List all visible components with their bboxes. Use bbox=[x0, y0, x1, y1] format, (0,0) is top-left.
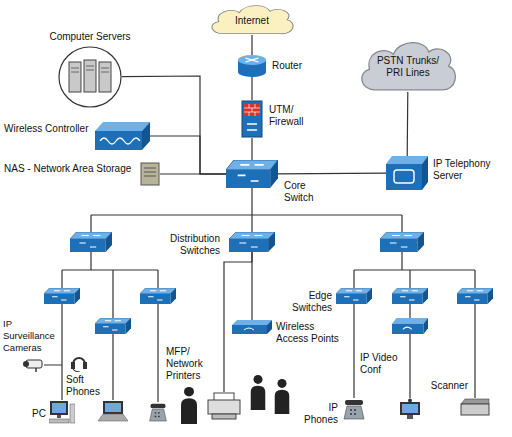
nas-icon bbox=[140, 162, 160, 186]
device-node: Soft Phones bbox=[70, 352, 88, 372]
device-node: MFP/ Network Printers bbox=[206, 392, 242, 420]
pc-icon bbox=[49, 400, 75, 424]
device-label: Distribution Switches bbox=[150, 233, 220, 257]
cloud-label: PSTN Trunks/ PRI Lines bbox=[368, 55, 448, 79]
network-link bbox=[251, 138, 252, 160]
servers-icon bbox=[58, 46, 122, 108]
wlc-icon bbox=[95, 122, 150, 150]
network-link bbox=[278, 173, 386, 175]
switch-icon bbox=[336, 288, 372, 304]
network-link bbox=[251, 35, 252, 55]
scanner-icon bbox=[460, 398, 490, 416]
device-node: Computer Servers bbox=[58, 46, 122, 108]
network-link bbox=[251, 188, 252, 232]
device-label: Soft Phones bbox=[66, 374, 106, 398]
device-label: Core Switch bbox=[284, 180, 324, 204]
switch-icon bbox=[226, 160, 278, 188]
device-label: IP Phones bbox=[300, 402, 338, 426]
person-figure bbox=[181, 387, 197, 424]
tel-icon bbox=[386, 156, 428, 190]
device-node: NAS - Network Area Storage bbox=[140, 162, 160, 186]
device-node: Edge Switches bbox=[336, 288, 372, 304]
video-icon bbox=[399, 398, 421, 420]
device-node: Wireless Access Points bbox=[232, 320, 272, 334]
edge-switch bbox=[44, 288, 80, 304]
device-label: Scanner bbox=[424, 380, 468, 392]
device-label: UTM/ Firewall bbox=[269, 104, 314, 128]
person-figure bbox=[251, 375, 266, 410]
device-node: IP Video Conf bbox=[399, 398, 421, 420]
device-node: PSTN Trunks/ PRI Lines bbox=[356, 38, 460, 92]
device-node: IP Surveillance Cameras bbox=[22, 358, 44, 372]
device-node: IP Phones bbox=[342, 398, 366, 420]
edge-switch bbox=[140, 288, 176, 304]
printer-icon bbox=[206, 392, 242, 420]
device-label: Wireless Access Points bbox=[276, 321, 346, 345]
network-link bbox=[160, 173, 226, 174]
device-node: Wireless Controller bbox=[95, 122, 150, 150]
device-label: NAS - Network Area Storage bbox=[4, 163, 134, 175]
switch-icon bbox=[229, 232, 275, 252]
ap-icon bbox=[232, 320, 272, 334]
access-wire bbox=[354, 252, 475, 318]
access-point bbox=[392, 318, 428, 334]
device-node: PC bbox=[49, 400, 75, 424]
device-label: MFP/ Network Printers bbox=[166, 346, 218, 382]
person-figure bbox=[275, 379, 290, 414]
phone-icon bbox=[342, 398, 366, 420]
device-label: IP Telephony Server bbox=[433, 158, 505, 182]
edge-switch bbox=[457, 288, 493, 304]
device-node: IP Telephony Server bbox=[386, 156, 428, 190]
network-link bbox=[353, 304, 354, 398]
router-icon bbox=[238, 55, 266, 77]
cloud-label: Internet bbox=[212, 15, 292, 27]
camera-icon bbox=[22, 358, 44, 372]
device-node: Core Switch bbox=[226, 160, 278, 188]
device-label: Wireless Controller bbox=[4, 123, 90, 135]
device-label: IP Surveillance Cameras bbox=[3, 318, 56, 354]
device-label: Router bbox=[272, 60, 322, 72]
device-label: IP Video Conf bbox=[360, 352, 400, 376]
edge-switch bbox=[95, 318, 131, 334]
laptop-icon bbox=[98, 401, 128, 421]
network-link bbox=[150, 136, 226, 174]
fw-icon bbox=[241, 100, 263, 138]
distribution-switch bbox=[70, 232, 112, 252]
device-label: PC bbox=[28, 408, 46, 420]
device-node: Internet bbox=[207, 3, 297, 35]
device-label: Computer Servers bbox=[40, 31, 140, 43]
device-node: Router bbox=[238, 55, 266, 77]
device-node: Scanner bbox=[460, 398, 490, 416]
headset-icon bbox=[70, 352, 88, 372]
network-link bbox=[407, 92, 409, 156]
bus-wire bbox=[91, 215, 402, 232]
device-node: Distribution Switches bbox=[229, 232, 275, 252]
distribution-switch bbox=[380, 232, 424, 252]
device-node: UTM/ Firewall bbox=[241, 100, 263, 138]
access-wire bbox=[62, 252, 158, 318]
edge-switch bbox=[392, 288, 428, 304]
phone-icon bbox=[150, 404, 167, 421]
device-label: Edge Switches bbox=[266, 290, 332, 314]
network-link bbox=[251, 77, 252, 100]
device-wire bbox=[44, 304, 158, 402]
